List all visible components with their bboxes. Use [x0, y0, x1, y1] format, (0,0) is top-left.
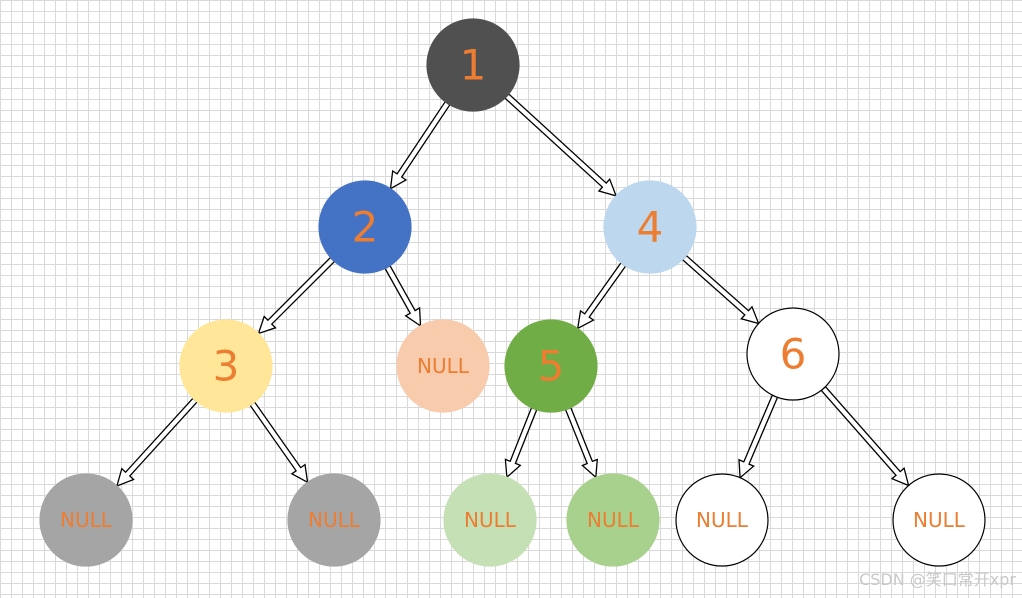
node-value-label: 2	[352, 203, 379, 252]
tree-node-null-e: NULL	[566, 473, 660, 567]
null-node-label: NULL	[913, 508, 966, 532]
watermark: CSDN @笑口常开xpr	[859, 570, 1016, 589]
node-circle	[287, 473, 381, 567]
edge-arrow-n6-null-g	[820, 385, 910, 487]
edge-arrow-n4-n6	[681, 254, 760, 325]
tree-node-null-g: NULL	[892, 473, 986, 567]
null-node-label: NULL	[60, 508, 113, 532]
tree-node-n6: 6	[746, 307, 840, 401]
node-circle	[504, 319, 598, 413]
node-circle	[566, 473, 660, 567]
node-circle	[675, 473, 769, 567]
tree-node-n4: 4	[603, 180, 697, 274]
node-circle	[892, 473, 986, 567]
null-node-label: NULL	[696, 508, 749, 532]
null-node-label: NULL	[417, 354, 470, 378]
node-value-label: 5	[538, 342, 565, 391]
node-circle	[746, 307, 840, 401]
node-circle	[443, 473, 537, 567]
edges-layer	[115, 93, 910, 488]
node-value-label: 4	[637, 203, 664, 252]
edge-arrow-n1-n4	[504, 93, 618, 197]
node-circle	[39, 473, 133, 567]
edge-arrow-n3-null-c	[249, 401, 309, 484]
edge-arrow-n3-null-b	[115, 397, 199, 488]
tree-node-n1: 1	[426, 18, 520, 112]
null-node-label: NULL	[308, 508, 361, 532]
edge-arrow-n5-null-d	[504, 406, 538, 479]
tree-node-null-c: NULL	[287, 473, 381, 567]
node-circle	[396, 319, 490, 413]
node-value-label: 6	[780, 330, 807, 379]
tree-node-n2: 2	[318, 180, 412, 274]
edge-arrow-n2-n3	[257, 256, 336, 335]
node-circle	[318, 180, 412, 274]
tree-node-null-a: NULL	[396, 319, 490, 413]
node-value-label: 3	[213, 342, 240, 391]
tree-node-null-d: NULL	[443, 473, 537, 567]
edge-arrow-n4-n5	[576, 261, 627, 330]
edge-arrow-n1-n2	[389, 100, 451, 190]
node-value-label: 1	[460, 41, 487, 90]
tree-node-null-f: NULL	[675, 473, 769, 567]
node-circle	[603, 180, 697, 274]
tree-node-null-b: NULL	[39, 473, 133, 567]
tree-node-n3: 3	[179, 319, 273, 413]
null-node-label: NULL	[464, 508, 517, 532]
edge-arrow-n2-null-a	[384, 264, 422, 328]
null-node-label: NULL	[587, 508, 640, 532]
edge-arrow-n6-null-f	[738, 394, 779, 480]
node-circle	[426, 18, 520, 112]
tree-node-n5: 5	[504, 319, 598, 413]
node-circle	[179, 319, 273, 413]
edge-arrow-n5-null-e	[564, 406, 599, 479]
